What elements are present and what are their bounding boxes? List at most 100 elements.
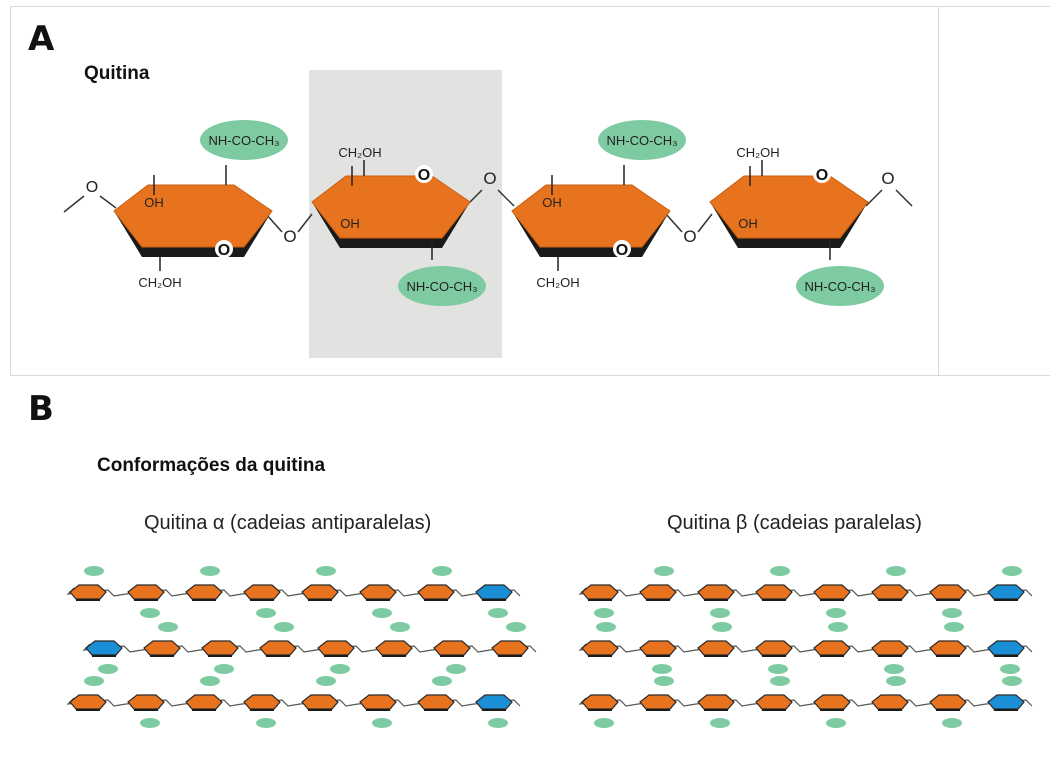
glucosamine-unit xyxy=(755,694,793,711)
unit-face xyxy=(301,584,339,600)
unit-face xyxy=(871,694,909,710)
acetamido-group-mini xyxy=(710,718,730,728)
unit-face xyxy=(581,640,619,656)
glucosamine-unit xyxy=(871,584,909,601)
glucosamine-unit xyxy=(433,640,471,657)
glucosamine-unit xyxy=(185,694,223,711)
unit-face xyxy=(929,584,967,600)
acetamido-group-mini xyxy=(372,608,392,618)
acetamido-group-mini xyxy=(712,622,732,632)
unit-face xyxy=(375,640,413,656)
acetamido-group xyxy=(598,120,686,160)
ring-front-edge xyxy=(114,211,272,257)
acetamido-group-mini xyxy=(1002,566,1022,576)
unit-face xyxy=(185,584,223,600)
unit-face xyxy=(639,694,677,710)
reducing-end-unit xyxy=(987,640,1025,657)
acetamido-group-mini xyxy=(140,718,160,728)
link-oxygen: O xyxy=(683,227,696,246)
unit-face xyxy=(417,694,455,710)
unit-face xyxy=(987,640,1025,656)
acetamido-group-mini xyxy=(256,718,276,728)
acetamido-group-mini xyxy=(652,664,672,674)
acetamido-group-mini xyxy=(886,676,906,686)
glucosamine-unit xyxy=(259,640,297,657)
acetamido-label: NH-CO-CH₃ xyxy=(208,133,279,148)
glucosamine-unit xyxy=(359,694,397,711)
acetamido-label: NH-CO-CH₃ xyxy=(406,279,477,294)
glycosidic-bond xyxy=(297,213,313,233)
glucosamine-unit xyxy=(143,640,181,657)
unit-face xyxy=(639,584,677,600)
glucosamine-unit xyxy=(813,584,851,601)
unit-face xyxy=(143,640,181,656)
acetamido-group-mini xyxy=(488,718,508,728)
acetamido-group-mini xyxy=(98,664,118,674)
ring-face xyxy=(113,184,273,248)
acetamido-group-mini xyxy=(710,608,730,618)
chain-backbone xyxy=(66,697,521,707)
acetamido-group xyxy=(796,266,884,306)
chitin-structure-diagram: OOOOOOOHCH₂OHNH-CO-CH₃OOHCH₂OHNH-CO-CH₃O… xyxy=(63,120,913,306)
unit-face xyxy=(127,584,165,600)
hydroxyl-label: OH xyxy=(738,216,758,231)
sugar-ring-2: O xyxy=(311,165,471,248)
glucosamine-unit xyxy=(491,640,529,657)
ch2oh-label: CH₂OH xyxy=(338,145,381,160)
unit-face xyxy=(813,640,851,656)
chain-backbone xyxy=(82,643,537,653)
unit-face xyxy=(871,584,909,600)
glucosamine-unit xyxy=(301,584,339,601)
glucosamine-unit xyxy=(201,640,239,657)
glycosidic-bond xyxy=(665,213,683,233)
glycosidic-bond xyxy=(697,213,713,233)
glycosidic-bond xyxy=(497,189,515,207)
acetamido-group-mini xyxy=(488,608,508,618)
ring-oxygen-bg xyxy=(415,165,433,183)
link-oxygen: O xyxy=(483,169,496,188)
panel-a-title: Quitina xyxy=(84,63,150,84)
acetamido-group-mini xyxy=(770,566,790,576)
ring-oxygen: O xyxy=(816,167,828,184)
unit-face xyxy=(201,640,239,656)
glycosidic-bond xyxy=(895,189,913,207)
chain-backbone xyxy=(578,587,1033,597)
acetamido-group-mini xyxy=(432,566,452,576)
link-oxygen: O xyxy=(881,169,894,188)
glucosamine-unit xyxy=(581,584,619,601)
acetamido-group-mini xyxy=(944,622,964,632)
acetamido-label: NH-CO-CH₃ xyxy=(804,279,875,294)
acetamido-group-mini xyxy=(770,676,790,686)
glucosamine-unit xyxy=(69,694,107,711)
sugar-ring-1: O xyxy=(113,184,273,259)
unit-face xyxy=(581,584,619,600)
panel-b-letter: B xyxy=(28,389,54,429)
acetamido-group-mini xyxy=(1000,664,1020,674)
reducing-end-unit xyxy=(85,640,123,657)
ring-oxygen: O xyxy=(616,242,628,259)
acetamido-group-mini xyxy=(506,622,526,632)
acetamido-group-mini xyxy=(274,622,294,632)
acetamido-group-mini xyxy=(200,566,220,576)
alpha-chitin-label: Quitina α (cadeias antiparalelas) xyxy=(144,512,432,534)
acetamido-group-mini xyxy=(1002,676,1022,686)
glucosamine-unit xyxy=(639,640,677,657)
unit-face xyxy=(243,584,281,600)
glucosamine-unit xyxy=(639,694,677,711)
unit-face xyxy=(987,584,1025,600)
acetamido-group-mini xyxy=(200,676,220,686)
glucosamine-unit xyxy=(185,584,223,601)
acetamido-group-mini xyxy=(316,676,336,686)
unit-face xyxy=(697,694,735,710)
unit-face xyxy=(433,640,471,656)
link-oxygen: O xyxy=(283,227,296,246)
glucosamine-unit xyxy=(69,584,107,601)
acetamido-group-mini xyxy=(884,664,904,674)
glucosamine-unit xyxy=(755,584,793,601)
ring-oxygen: O xyxy=(218,242,230,259)
acetamido-group-mini xyxy=(330,664,350,674)
hydroxyl-label: OH xyxy=(542,195,562,210)
acetamido-group-mini xyxy=(372,718,392,728)
ring-front-edge xyxy=(710,202,868,248)
glucosamine-unit xyxy=(755,640,793,657)
